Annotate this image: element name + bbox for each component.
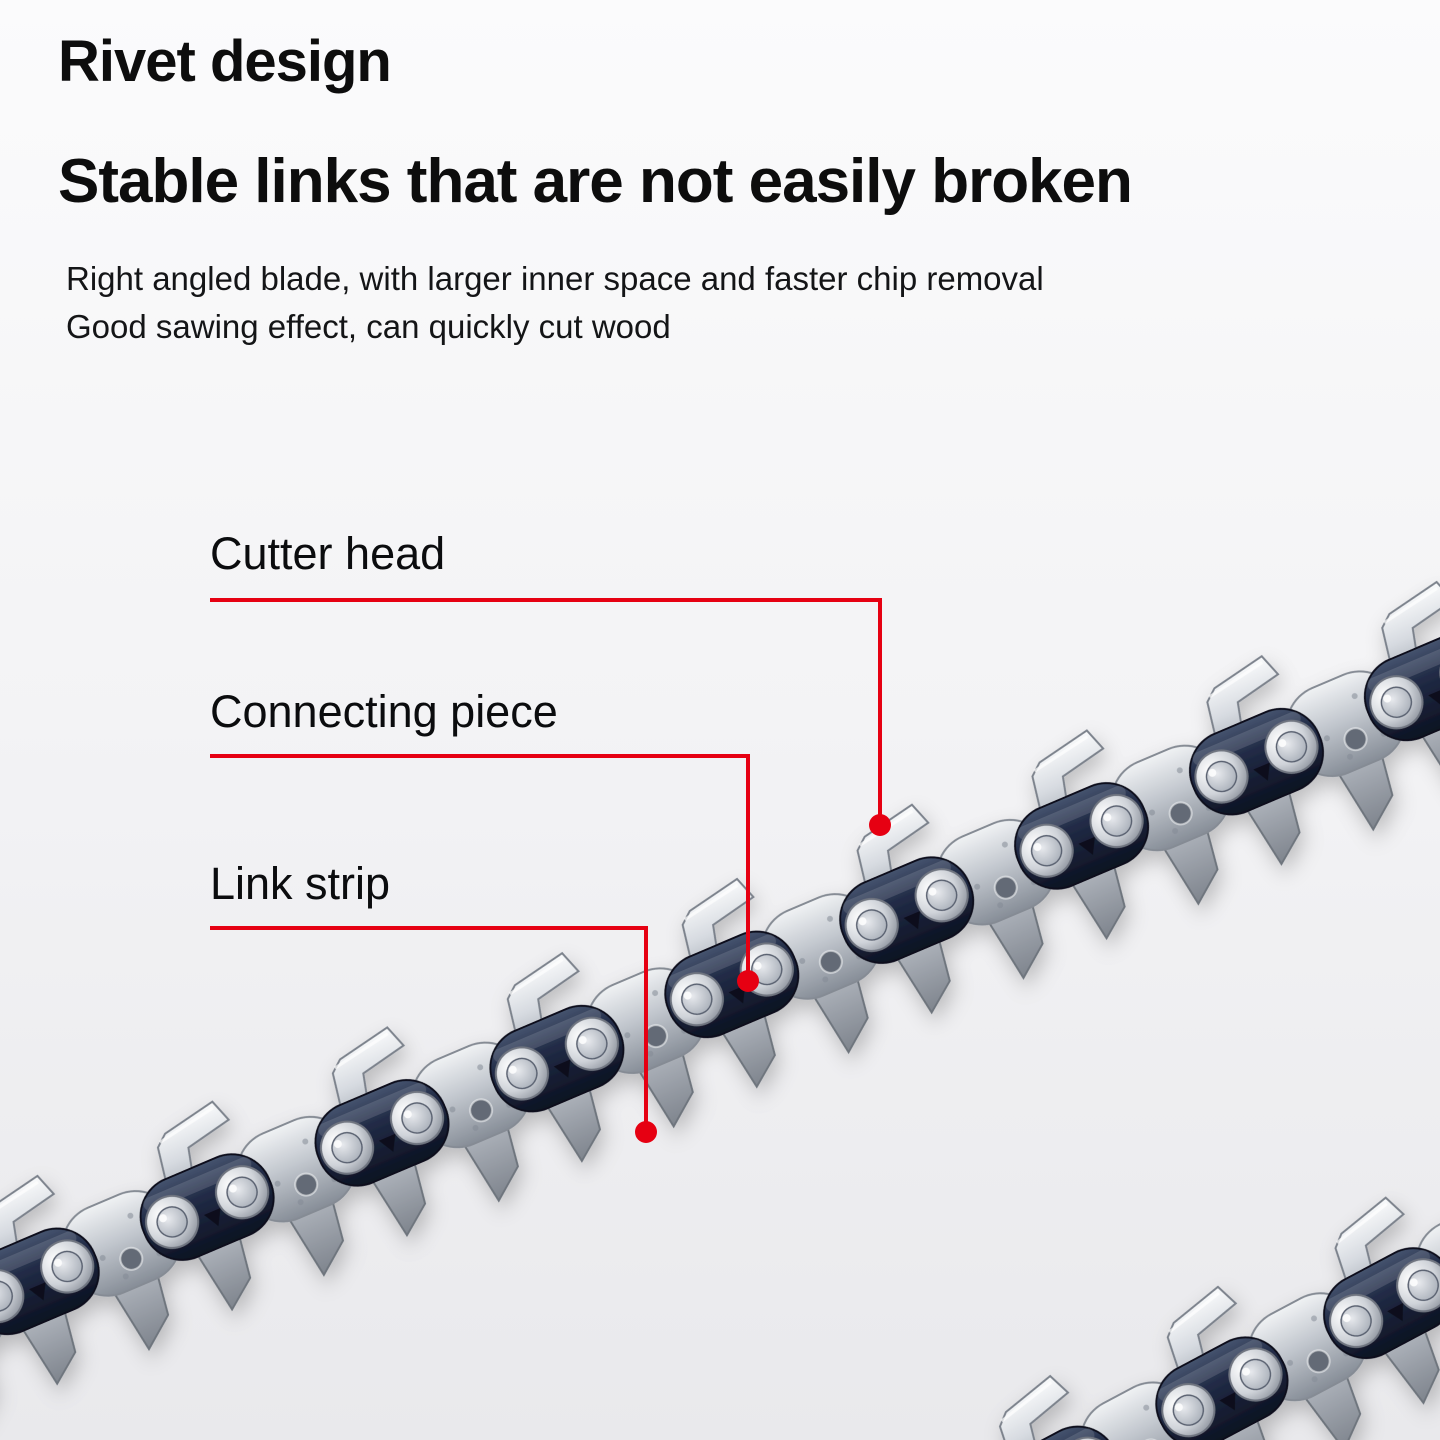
- callout-line-connecting-piece-vertical: [746, 754, 750, 981]
- subtitle-line-2: Good sawing effect, can quickly cut wood: [66, 308, 671, 345]
- callout-dot-connecting-piece: [737, 970, 759, 992]
- callout-label-link-strip: Link strip: [210, 858, 391, 909]
- chain-secondary-segment: [948, 1144, 1440, 1440]
- kicker-title: Rivet design: [58, 29, 392, 94]
- page-title: Stable links that are not easily broken: [58, 147, 1133, 216]
- callout-line-link-strip-horizontal: [210, 926, 648, 930]
- callout-line-cutter-head-horizontal: [210, 598, 882, 602]
- callout-line-connecting-piece-horizontal: [210, 754, 750, 758]
- callout-label-cutter-head: Cutter head: [210, 528, 446, 579]
- callout-line-cutter-head-vertical: [878, 598, 882, 825]
- callout-line-link-strip-vertical: [644, 926, 648, 1132]
- callout-label-connecting-piece: Connecting piece: [210, 686, 558, 737]
- callout-dot-link-strip: [635, 1121, 657, 1143]
- subtitle-line-1: Right angled blade, with larger inner sp…: [66, 260, 1044, 297]
- callout-dot-cutter-head: [869, 814, 891, 836]
